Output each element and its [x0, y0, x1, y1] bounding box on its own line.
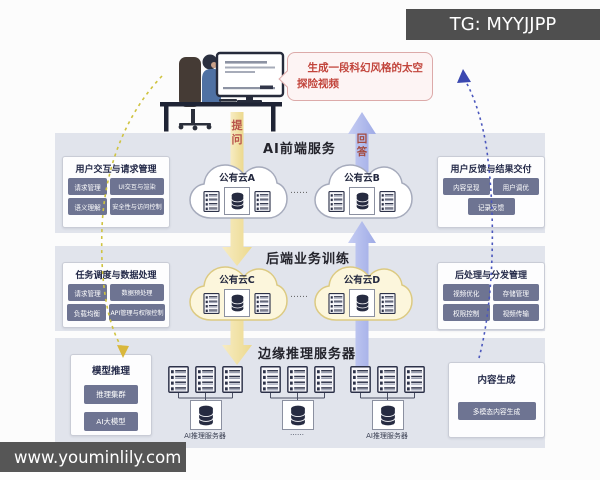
speech-bubble-tail: [278, 70, 296, 88]
panel-content-generation-title: 内容生成: [477, 375, 516, 386]
database-icon: [224, 289, 250, 317]
panel-post-processing: 后处理与分发管理 视频优化 存储管理 权限控制 视频传输: [437, 262, 545, 330]
ellipsis-clouds-ab: ……: [290, 186, 308, 196]
database-icon: [282, 400, 314, 430]
cloud-public-d: 公有云D: [310, 263, 414, 323]
answer-arrow-label: 回答: [356, 133, 368, 159]
chip-security-access-control: 安全性与访问控制: [110, 198, 164, 215]
server-rack-icon: [379, 191, 396, 212]
database-icon: [372, 400, 404, 430]
panel-model-inference: 模型推理 推理集群 AI大模型: [70, 354, 152, 436]
chip-ai-large-model: AI大模型: [84, 412, 138, 431]
server-rack-icon: [379, 293, 396, 314]
server-cluster-2-label: ……: [290, 429, 304, 437]
user-at-computer-illustration: [160, 51, 285, 132]
speech-bubble-text: 生成一段科幻风格的太空探险视频: [297, 62, 423, 91]
office-chair-icon: [178, 57, 212, 131]
chip-data-preprocessing: 数据预处理: [110, 284, 164, 301]
server-cluster-2: [260, 366, 335, 393]
cloud-public-b: 公有云B: [310, 161, 414, 221]
monitor-icon: [215, 51, 285, 103]
chip-video-optimization: 视频优化: [443, 284, 490, 301]
server-rack-icon: [222, 366, 243, 393]
server-cluster-3-label: AI推理服务器: [366, 432, 408, 440]
cloud-a-label: 公有云A: [219, 173, 255, 184]
chip-ui-interaction-rendering: UI交互与渲染: [110, 178, 164, 195]
server-cluster-3: [350, 366, 425, 393]
watermark-website: www.youminlily.com: [0, 442, 186, 472]
database-icon: [190, 400, 222, 430]
server-rack-icon: [203, 293, 220, 314]
speech-bubble: 生成一段科幻风格的太空探险视频: [278, 52, 433, 101]
watermark-telegram: TG: MYYJJPP: [406, 9, 600, 40]
chip-record-feedback: 记录反馈: [467, 198, 515, 215]
ellipsis-clouds-cd: ……: [290, 290, 308, 300]
cloud-c-label: 公有云C: [219, 275, 255, 286]
cloud-b-label: 公有云B: [344, 173, 380, 184]
panel-content-generation: 内容生成 多模态内容生成: [448, 362, 545, 438]
database-icon: [224, 187, 250, 215]
chip-permission-control: 权限控制: [443, 304, 490, 321]
server-rack-icon: [314, 366, 335, 393]
chip-api-permission-control: API管理与权限控制: [109, 304, 165, 321]
chip-video-transmission: 视频传输: [492, 304, 539, 321]
server-rack-icon: [377, 366, 398, 393]
server-rack-icon: [195, 366, 216, 393]
panel-user-interaction-title: 用户交互与请求管理: [75, 165, 157, 175]
desk-icon: [160, 99, 282, 132]
cloud-public-a: 公有云A: [185, 161, 289, 221]
cloud-public-c: 公有云C: [185, 263, 289, 323]
server-rack-icon: [254, 293, 271, 314]
server-rack-icon: [328, 191, 345, 212]
panel-post-processing-title: 后处理与分发管理: [454, 271, 527, 281]
chip-multimodal-content-generation: 多模态内容生成: [457, 402, 536, 420]
server-rack-icon: [404, 366, 425, 393]
chip-storage-management: 存储管理: [492, 284, 539, 301]
panel-user-feedback-title: 用户反馈与结果交付: [450, 165, 532, 175]
cloud-d-label: 公有云D: [343, 275, 381, 286]
chip-user-tuning: 用户调优: [492, 178, 539, 195]
band-title-edge: 边缘推理服务器: [258, 347, 357, 362]
chip-content-presentation: 内容呈现: [443, 178, 490, 195]
panel-model-inference-title: 模型推理: [91, 366, 130, 377]
server-rack-icon: [203, 191, 220, 212]
server-rack-icon: [287, 366, 308, 393]
server-rack-icon: [168, 366, 189, 393]
person-icon: [202, 54, 233, 102]
panel-task-scheduling-title: 任务调度与数据处理: [75, 271, 157, 281]
panel-user-feedback: 用户反馈与结果交付 内容呈现 用户调优 记录反馈: [437, 156, 545, 228]
server-cluster-1-label: AI推理服务器: [184, 432, 226, 440]
server-rack-icon: [260, 366, 281, 393]
server-cluster-1: [168, 366, 243, 393]
chip-semantic-understanding: 语义理解: [68, 198, 107, 215]
question-arrow-label: 提问: [231, 119, 243, 146]
database-icon: [349, 187, 375, 215]
server-rack-icon: [254, 191, 271, 212]
database-icon: [349, 289, 375, 317]
panel-user-interaction: 用户交互与请求管理 请求管理 UI交互与渲染 语义理解 安全性与访问控制: [62, 156, 170, 228]
server-rack-icon: [350, 366, 371, 393]
chip-load-balancing: 负载均衡: [67, 304, 107, 321]
chip-request-management: 请求管理: [68, 178, 107, 195]
chip-request-management-2: 请求管理: [68, 284, 107, 301]
band-title-backend: 后端业务训练: [266, 252, 351, 267]
up-arrowhead-icon: [457, 69, 471, 83]
server-rack-icon: [328, 293, 345, 314]
chip-inference-cluster: 推理集群: [84, 385, 138, 404]
band-title-frontend: AI前端服务: [263, 142, 336, 157]
panel-task-scheduling: 任务调度与数据处理 请求管理 数据预处理 负载均衡 API管理与权限控制: [62, 262, 170, 328]
